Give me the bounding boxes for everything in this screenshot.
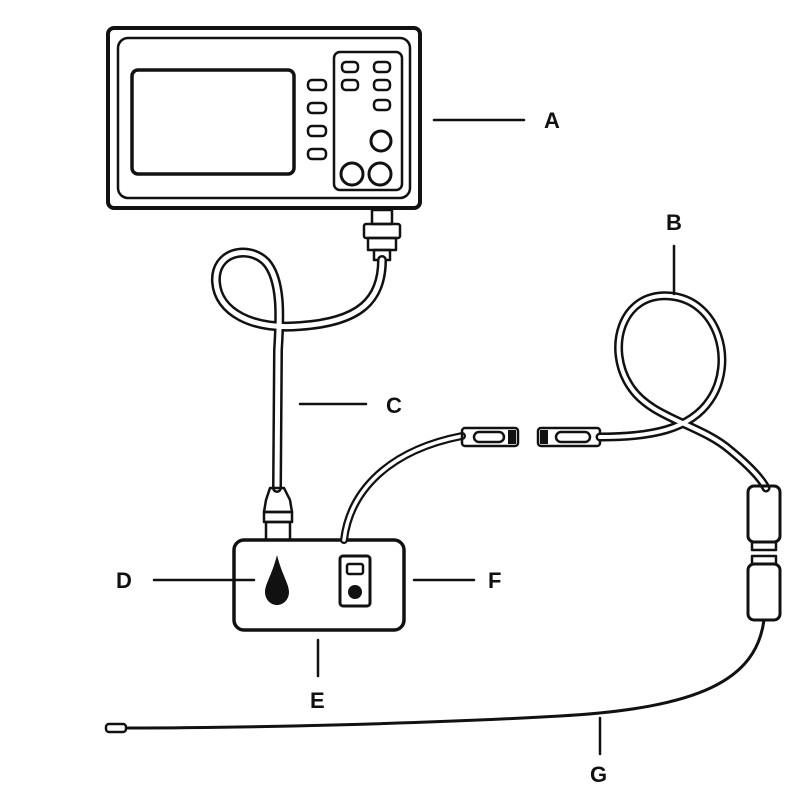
label-c: C: [386, 393, 402, 418]
monitor-panel-buttons: [339, 60, 393, 187]
label-d: D: [116, 568, 132, 593]
label-b: B: [666, 210, 682, 235]
probe-g: [104, 618, 766, 734]
monitor: [106, 26, 422, 262]
cable-c: [211, 247, 387, 542]
label-e: E: [310, 688, 325, 713]
cable-b: [536, 291, 782, 622]
monitor-screen: [130, 68, 296, 176]
module-cable: [340, 426, 520, 544]
monitor-control-panel: [332, 50, 404, 192]
monitor-side-buttons: [306, 78, 328, 161]
connector-icon: [460, 426, 520, 448]
interface-module: [232, 538, 406, 632]
label-a: A: [544, 108, 560, 133]
monitor-connector: [362, 208, 402, 262]
module-switch: [338, 554, 372, 608]
drop-icon: [265, 555, 289, 605]
label-f: F: [488, 568, 501, 593]
label-g: G: [590, 762, 607, 787]
